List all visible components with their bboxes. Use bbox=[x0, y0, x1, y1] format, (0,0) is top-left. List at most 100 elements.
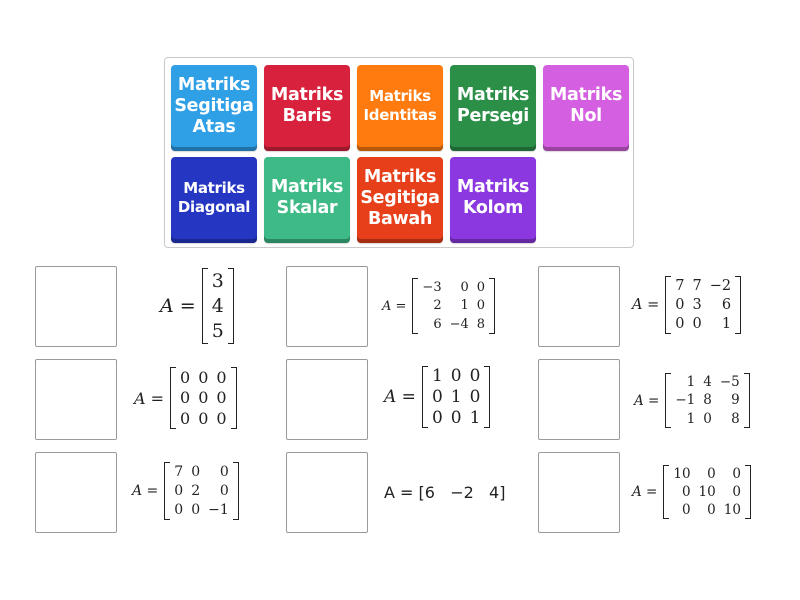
right-bracket bbox=[232, 462, 239, 520]
matrix-entry: 7 bbox=[692, 277, 702, 294]
matrix-entry: 0 bbox=[216, 409, 227, 429]
matrix-entry: −1 bbox=[208, 502, 229, 519]
right-bracket bbox=[484, 366, 491, 428]
matrix-entry: 7 bbox=[174, 463, 184, 480]
drop-slot-6[interactable] bbox=[538, 359, 620, 440]
drop-slot-2[interactable] bbox=[286, 266, 368, 347]
matrix-entry: 0 bbox=[180, 388, 191, 408]
drop-slot-3[interactable] bbox=[538, 266, 620, 347]
tile-matriks-identitas[interactable]: Matriks Identitas bbox=[357, 65, 443, 151]
matrix-entry: 0 bbox=[476, 279, 486, 295]
right-bracket bbox=[735, 276, 742, 334]
matrix-entry: 4 bbox=[211, 294, 224, 317]
matrix-entry: 0 bbox=[191, 463, 201, 480]
drop-slot-4[interactable] bbox=[35, 359, 117, 440]
matrix-lhs: A = bbox=[632, 484, 658, 500]
matrix-entry: 1 bbox=[450, 386, 462, 407]
matrix-entry: 0 bbox=[707, 466, 716, 482]
matrix-entry: 1 bbox=[686, 374, 696, 391]
matrix-entry: 0 bbox=[681, 502, 691, 518]
tile-matriks-segitiga-bawah[interactable]: Matriks Segitiga Bawah bbox=[357, 157, 443, 243]
matrix-entry: 0 bbox=[450, 407, 462, 428]
matrix-card-8-row: [6 −2 4] bbox=[418, 482, 506, 502]
matrix-entry: 0 bbox=[219, 463, 229, 480]
matrix-entry: 0 bbox=[191, 502, 201, 519]
matrix-lhs: A = bbox=[632, 297, 660, 313]
tile-matriks-diagonal[interactable]: Matriks Diagonal bbox=[171, 157, 257, 243]
matrix-entry: 2 bbox=[433, 298, 442, 314]
matrix-entry: 0 bbox=[180, 367, 191, 387]
matrix-entry: 2 bbox=[191, 482, 201, 499]
matrix-entry: 4 bbox=[703, 374, 712, 391]
matrix-entry: 0 bbox=[198, 367, 209, 387]
left-bracket bbox=[201, 268, 208, 344]
drop-slot-7[interactable] bbox=[35, 452, 117, 533]
right-bracket bbox=[227, 268, 234, 344]
tile-matriks-skalar[interactable]: Matriks Skalar bbox=[264, 157, 350, 243]
drop-slot-1[interactable] bbox=[35, 266, 117, 347]
drop-slot-9[interactable] bbox=[538, 452, 620, 533]
tile-matriks-segitiga-atas[interactable]: Matriks Segitiga Atas bbox=[171, 65, 257, 151]
matrix-entry: −1 bbox=[675, 392, 696, 409]
left-bracket bbox=[170, 367, 177, 429]
left-bracket bbox=[164, 462, 171, 520]
tile-matriks-persegi[interactable]: Matriks Persegi bbox=[450, 65, 536, 151]
matrix-entry: 0 bbox=[675, 296, 685, 313]
tile-matriks-kolom[interactable]: Matriks Kolom bbox=[450, 157, 536, 243]
right-bracket bbox=[744, 465, 751, 519]
tile-matriks-baris[interactable]: Matriks Baris bbox=[264, 65, 350, 151]
matrix-entry: 7 bbox=[675, 277, 685, 294]
matrix-lhs: A = bbox=[132, 483, 159, 499]
matrix-entry: 5 bbox=[211, 320, 224, 343]
tile-matriks-nol[interactable]: Matriks Nol bbox=[543, 65, 629, 151]
matrix-entry: −3 bbox=[422, 279, 442, 295]
matrix-entry: −5 bbox=[719, 374, 740, 391]
right-bracket bbox=[489, 278, 496, 334]
matrix-entry: 0 bbox=[219, 482, 229, 499]
matrix-entry: 0 bbox=[692, 316, 702, 333]
matrix-entry: 0 bbox=[431, 386, 443, 407]
matrix-entry: 0 bbox=[216, 388, 227, 408]
matrix-lhs: A = bbox=[634, 392, 660, 409]
matrix-entry: 1 bbox=[460, 298, 469, 314]
drop-slot-5[interactable] bbox=[286, 359, 368, 440]
matrix-entry: 0 bbox=[198, 409, 209, 429]
matrix-entry: 0 bbox=[476, 298, 486, 314]
matrix-entry: 3 bbox=[211, 269, 224, 292]
drop-slot-8[interactable] bbox=[286, 452, 368, 533]
matrix-lhs: A = bbox=[384, 387, 416, 407]
matrix-entry: 0 bbox=[675, 316, 685, 333]
matrix-row: 3 bbox=[208, 268, 228, 293]
matrix-entry: −4 bbox=[449, 317, 469, 333]
left-bracket bbox=[412, 278, 419, 334]
right-bracket bbox=[230, 367, 237, 429]
matrix-entry: 0 bbox=[174, 502, 184, 519]
